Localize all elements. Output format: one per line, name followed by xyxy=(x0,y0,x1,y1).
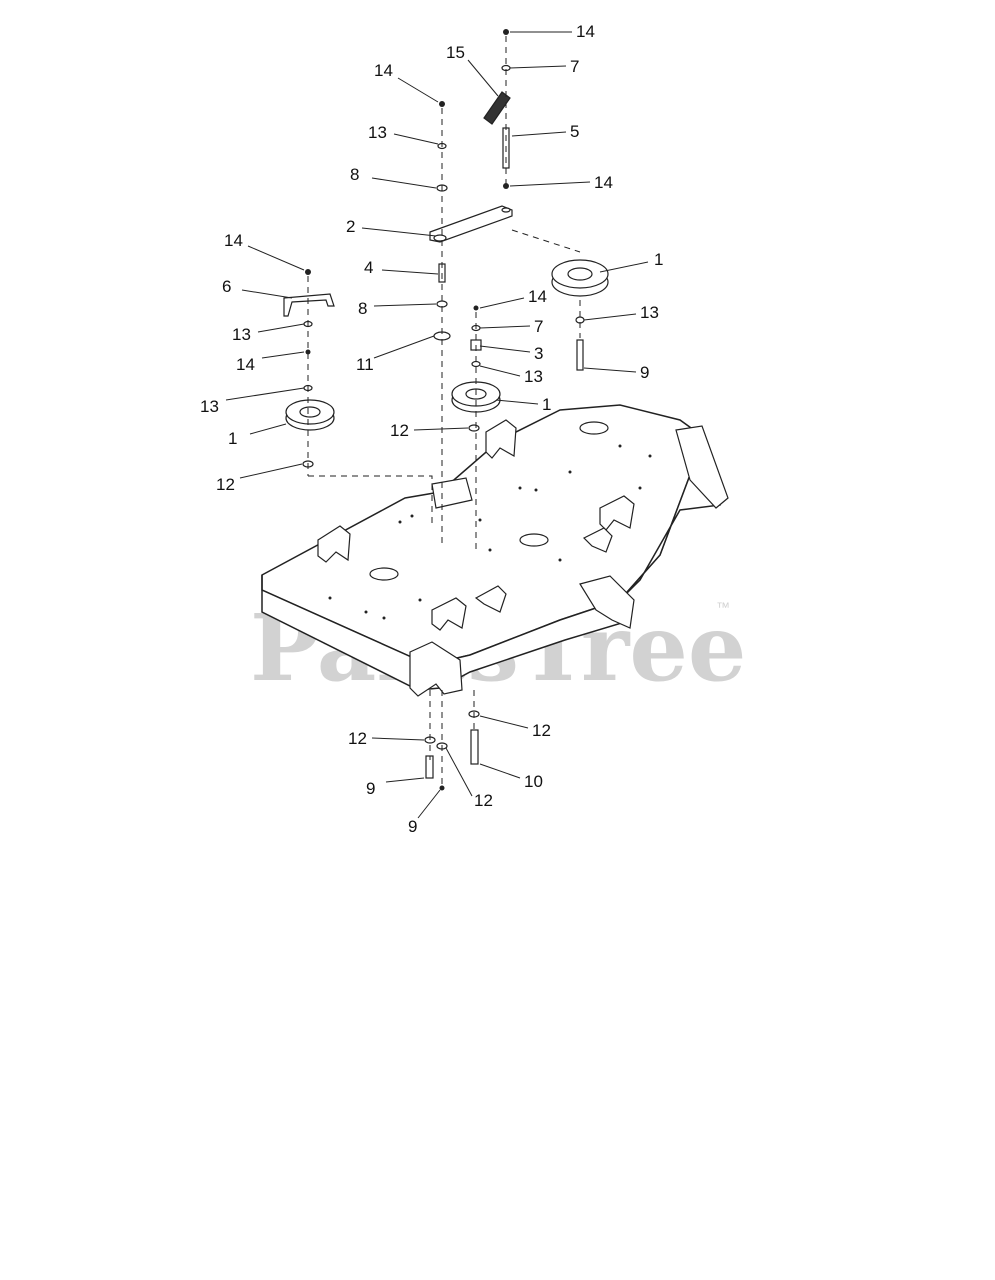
callout-14: 14 xyxy=(236,355,255,374)
callout-3: 3 xyxy=(534,344,543,363)
callout-12: 12 xyxy=(474,791,493,810)
assembly-centerlines xyxy=(307,36,581,786)
hardware-parts xyxy=(283,29,609,791)
callout-13: 13 xyxy=(232,325,251,344)
callout-14: 14 xyxy=(374,61,393,80)
callout-2: 2 xyxy=(346,217,355,236)
callout-1: 1 xyxy=(542,395,551,414)
callout-10: 10 xyxy=(524,772,543,791)
callout-labels: 14 7 15 14 5 13 14 8 2 1 14 4 6 8 14 13 … xyxy=(200,22,663,836)
callout-15: 15 xyxy=(446,43,465,62)
callout-6: 6 xyxy=(222,277,231,296)
leader-lines xyxy=(225,31,649,819)
callout-9: 9 xyxy=(408,817,417,836)
callout-12: 12 xyxy=(348,729,367,748)
callout-13: 13 xyxy=(640,303,659,322)
callout-4: 4 xyxy=(364,258,373,277)
callout-14: 14 xyxy=(594,173,613,192)
callout-12: 12 xyxy=(532,721,551,740)
callout-8: 8 xyxy=(350,165,359,184)
callout-8: 8 xyxy=(358,299,367,318)
callout-9: 9 xyxy=(366,779,375,798)
callout-9: 9 xyxy=(640,363,649,382)
callout-1: 1 xyxy=(654,250,663,269)
callout-14: 14 xyxy=(528,287,547,306)
callout-12: 12 xyxy=(216,475,235,494)
callout-13: 13 xyxy=(200,397,219,416)
callout-11: 11 xyxy=(356,355,374,374)
mower-deck xyxy=(261,404,729,697)
callout-7: 7 xyxy=(534,317,543,336)
callout-14: 14 xyxy=(576,22,595,41)
callout-7: 7 xyxy=(570,57,579,76)
callout-13: 13 xyxy=(524,367,543,386)
callout-12: 12 xyxy=(390,421,409,440)
callout-5: 5 xyxy=(570,122,579,141)
callout-1: 1 xyxy=(228,429,237,448)
trademark-symbol: ™ xyxy=(716,599,730,615)
callout-13: 13 xyxy=(368,123,387,142)
callout-14: 14 xyxy=(224,231,243,250)
